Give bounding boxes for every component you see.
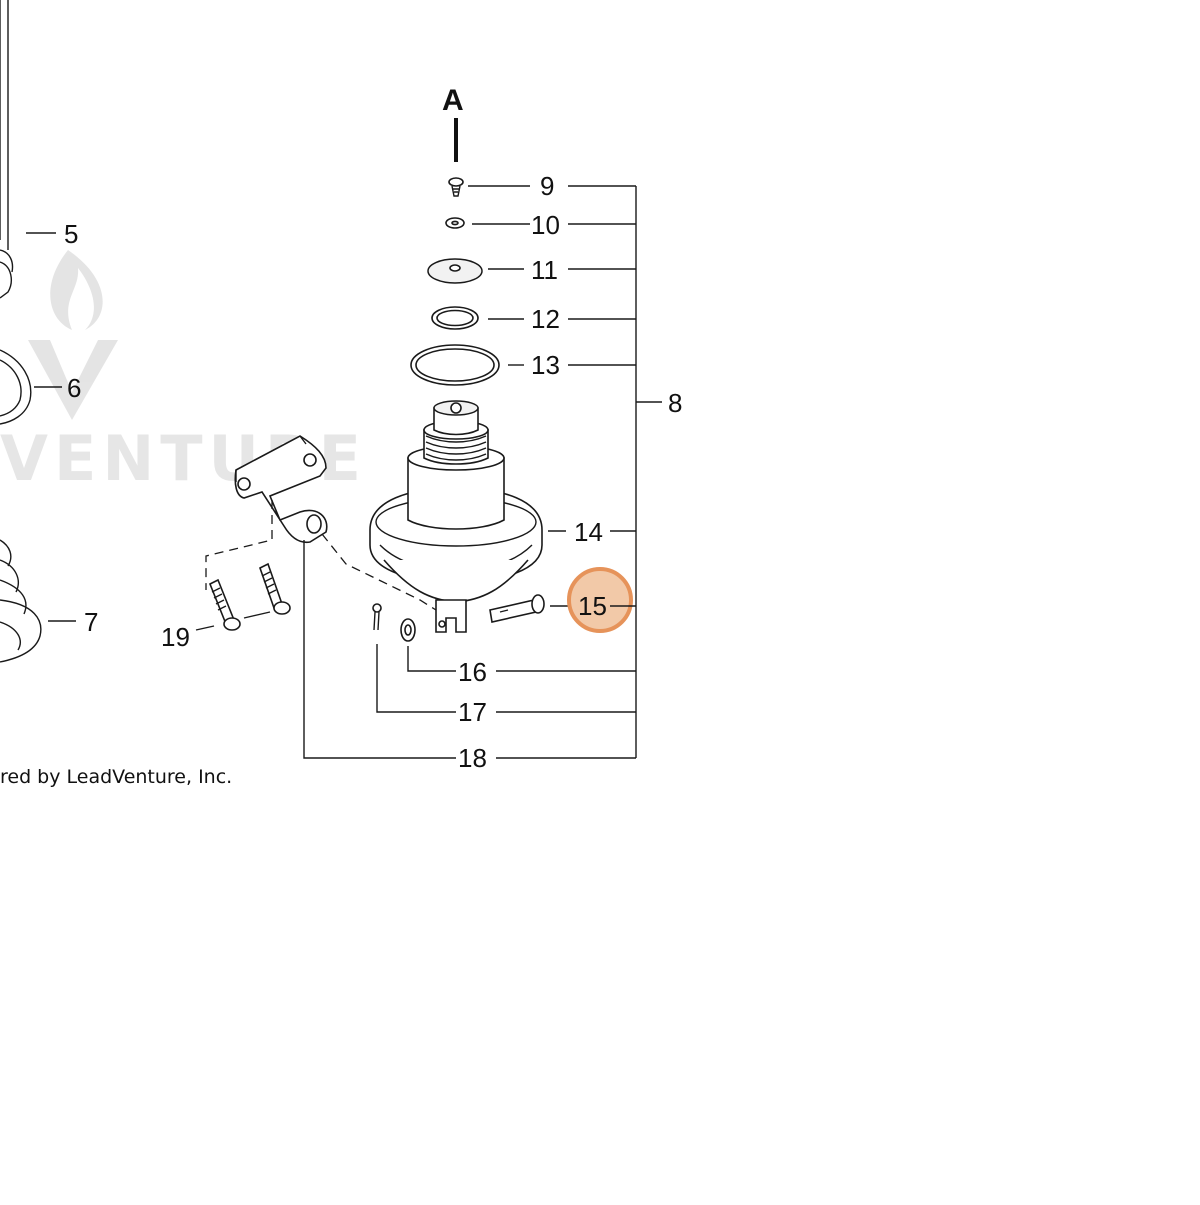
callout-8[interactable]: 8 xyxy=(668,388,682,418)
part-15-clevis-pin xyxy=(489,594,545,623)
left-assembly xyxy=(0,0,42,663)
callout-18[interactable]: 18 xyxy=(458,743,487,773)
part-16-washer xyxy=(400,618,416,642)
callout-7[interactable]: 7 xyxy=(84,607,98,637)
highlight-circle-15 xyxy=(567,567,633,633)
callout-17[interactable]: 17 xyxy=(458,697,487,727)
callout-12[interactable]: 12 xyxy=(531,304,560,334)
part-14-valve-body xyxy=(369,400,543,633)
callout-11[interactable]: 11 xyxy=(531,255,558,285)
callout-14[interactable]: 14 xyxy=(574,517,603,547)
credit-text: red by LeadVenture, Inc. xyxy=(0,766,232,788)
callout-9[interactable]: 9 xyxy=(540,171,554,201)
callout-13[interactable]: 13 xyxy=(531,350,560,380)
section-marker-a: A xyxy=(442,84,464,117)
part-17-cotter-pin xyxy=(372,603,382,631)
callout-10[interactable]: 10 xyxy=(531,210,560,240)
assembly-line-bolts xyxy=(205,500,273,590)
part-12-o-ring xyxy=(431,306,479,330)
part-11-washer xyxy=(427,258,483,284)
part-13-o-ring xyxy=(410,344,500,386)
part-19-bolts xyxy=(208,562,291,631)
part-10-washer xyxy=(445,217,465,229)
callout-16[interactable]: 16 xyxy=(458,657,487,687)
assembly-line-lever xyxy=(321,533,437,611)
callout-5[interactable]: 5 xyxy=(64,219,78,249)
callout-19[interactable]: 19 xyxy=(161,622,190,652)
part-9-screw xyxy=(448,177,464,197)
part-18-lever xyxy=(234,435,328,544)
watermark-logo xyxy=(28,250,118,420)
callout-6[interactable]: 6 xyxy=(67,373,81,403)
callout-15[interactable]: 15 xyxy=(578,591,607,621)
